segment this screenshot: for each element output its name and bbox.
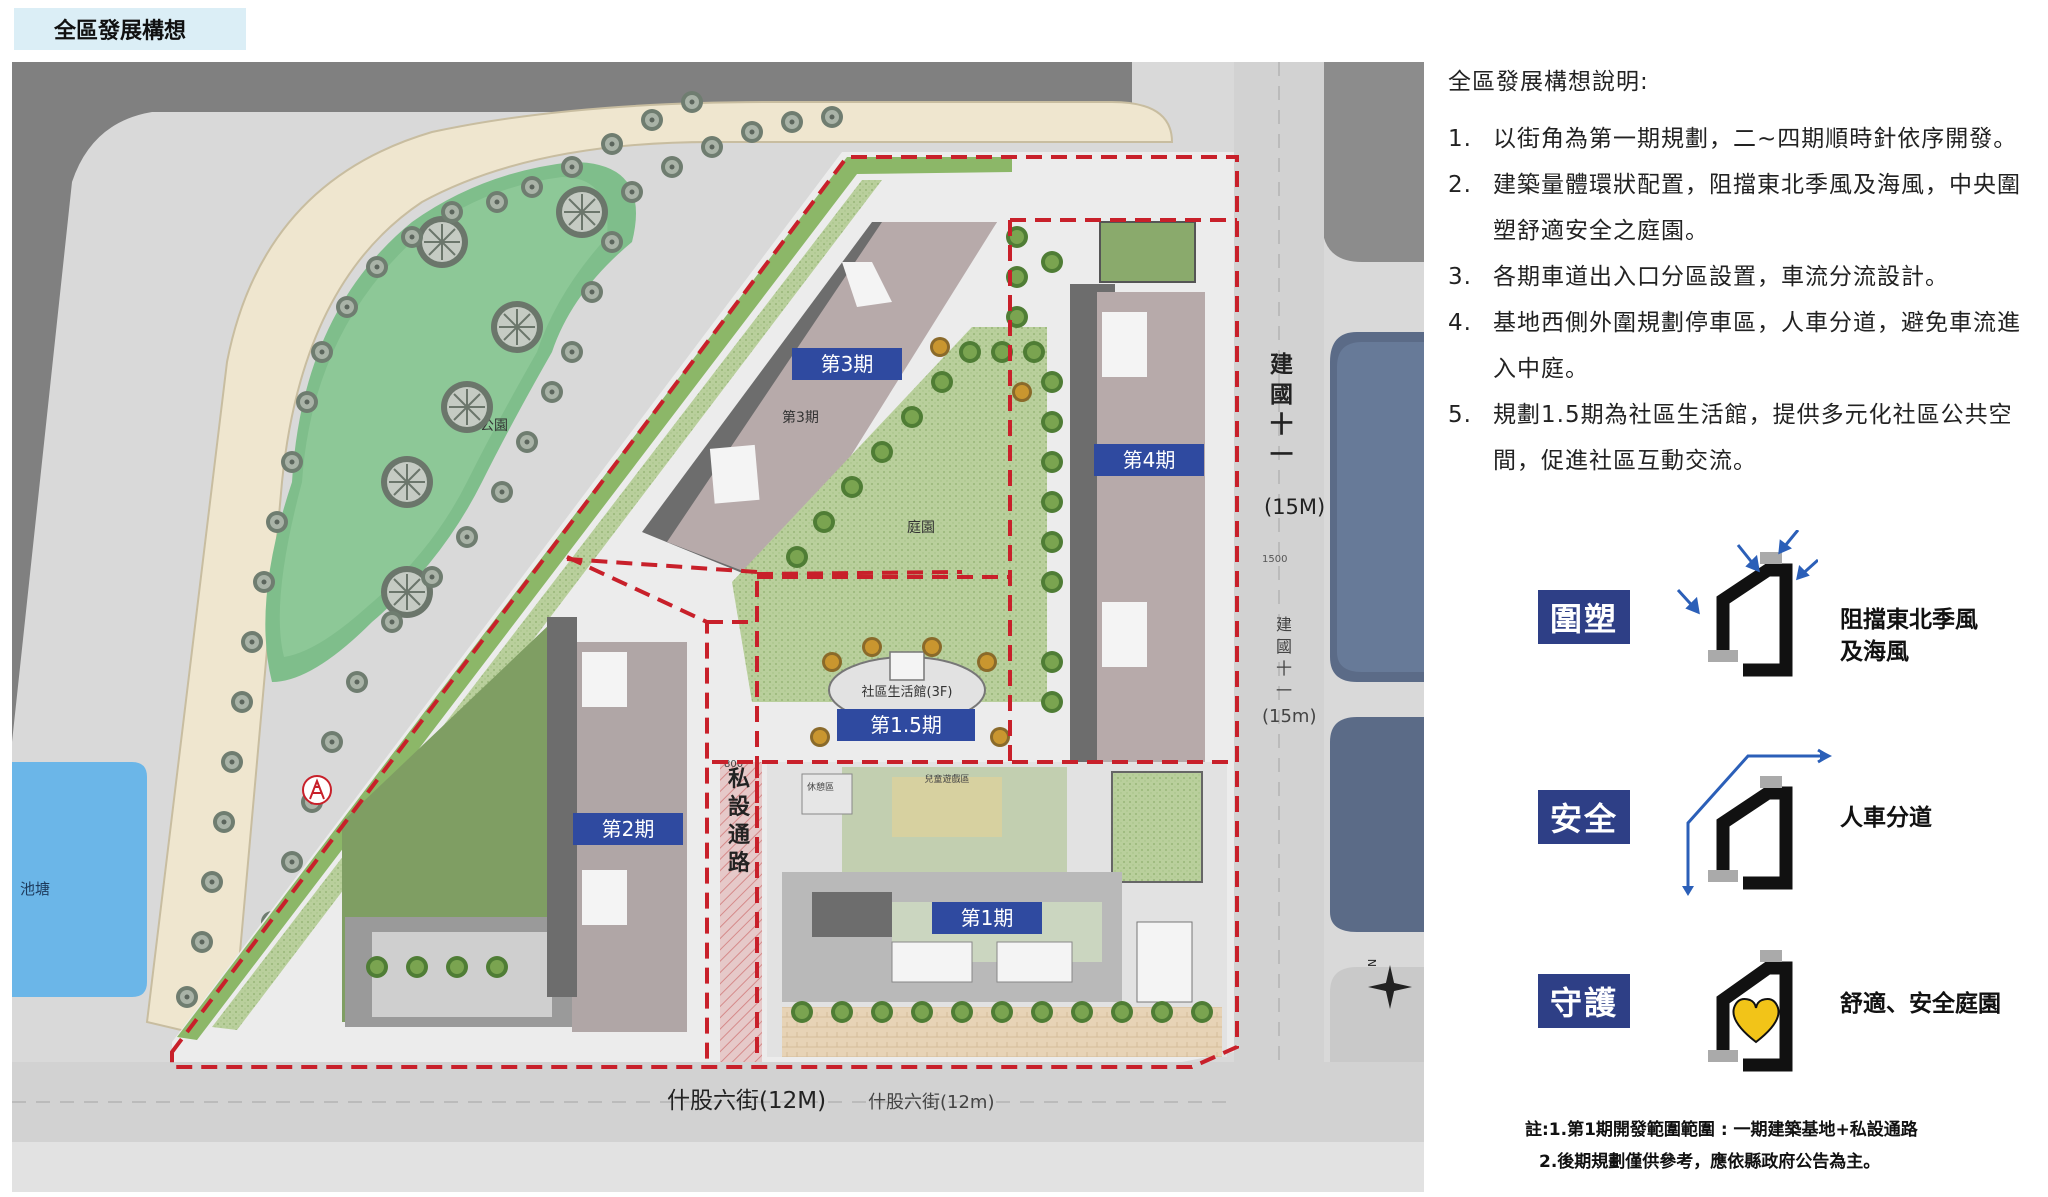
badge-phase15: 第1.5期 — [837, 709, 975, 741]
svg-text:第1期: 第1期 — [961, 906, 1014, 930]
dim-1500: 1500 — [1262, 554, 1287, 565]
svg-text:私: 私 — [728, 767, 750, 792]
pond — [12, 762, 147, 997]
concept-desc: 阻擋東北季風及海風 — [1840, 607, 1978, 665]
svg-text:第1.5期: 第1.5期 — [870, 713, 942, 737]
svg-text:建: 建 — [1270, 352, 1293, 378]
heart-garden-icon — [1708, 950, 1793, 1072]
building-phase3: 第3期 — [642, 222, 997, 582]
street-bottom-small: 什股六街(12m) — [868, 1092, 994, 1113]
street-bottom-label: 什股六街(12M) — [667, 1088, 826, 1114]
svg-text:國: 國 — [1276, 637, 1292, 656]
pond-label: 池塘 — [20, 880, 50, 898]
footnote-2: 2.後期規劃僅供參考，應依縣政府公告為主。 — [1539, 1152, 1881, 1172]
concept-badge: 安全 — [1538, 790, 1630, 844]
svg-text:國: 國 — [1270, 382, 1293, 408]
tower-landmark-icon — [302, 775, 332, 805]
park-walkway — [145, 101, 1174, 1044]
svg-text:十: 十 — [1270, 412, 1293, 438]
concept-badge: 圍塑 — [1538, 590, 1630, 644]
activity-room-label: 休憩區 — [807, 781, 834, 793]
kids-area-label: 兒童遊戲區 — [924, 773, 969, 785]
svg-text:(15m): (15m) — [1262, 706, 1316, 727]
badge-phase3: 第3期 — [792, 348, 902, 380]
svg-text:建: 建 — [1276, 615, 1292, 634]
svg-text:十: 十 — [1276, 659, 1292, 678]
concept-badge: 守護 — [1538, 974, 1630, 1028]
concept-desc: 舒適、安全庭園 — [1840, 991, 2001, 1017]
courtyard-label: 庭園 — [907, 519, 935, 536]
svg-text:通: 通 — [728, 823, 750, 848]
courtyard — [732, 327, 1047, 702]
separation-arrow-icon — [1682, 748, 1832, 896]
community-hall-label: 社區生活館(3F) — [862, 684, 953, 700]
wind-block-icon — [1676, 530, 1818, 677]
svg-text:一: 一 — [1270, 442, 1293, 468]
explanation-panel: 全區發展構想說明: 1.以街角為第一期規劃，二~四期順時針依序開發。 2.建築量… — [1448, 62, 2038, 484]
block-right-upper — [1322, 62, 1424, 262]
footnotes: 註:1.第1期開發範圍範圍 : 一期建築基地+私設通路 2.後期規劃僅供參考，應… — [1525, 1114, 1918, 1178]
north-letter: N — [1366, 959, 1379, 967]
private-road-label: 私設通路 — [728, 767, 751, 876]
badge-phase1: 第1期 — [932, 902, 1042, 934]
svg-text:(15M): (15M) — [1264, 495, 1325, 519]
explanation-item: 2.建築量體環狀配置，阻擋東北季風及海風，中央圍塑舒適安全之庭園。 — [1448, 172, 2021, 244]
svg-text:一: 一 — [1276, 681, 1292, 700]
explanation-item: 5.規劃1.5期為社區生活館，提供多元化社區公共空間，促進社區互動交流。 — [1448, 402, 2013, 474]
concept-safety: 安全 人車分道 — [1538, 748, 2038, 896]
site-plan-map: 池塘 公園 — [12, 62, 1424, 1192]
explanation-item: 1.以街角為第一期規劃，二~四期順時針依序開發。 — [1448, 126, 2018, 152]
explanation-title: 全區發展構想說明: — [1448, 69, 1649, 95]
svg-text:第4期: 第4期 — [1123, 448, 1176, 472]
concept-desc: 人車分道 — [1840, 805, 1932, 831]
svg-text:第3期: 第3期 — [821, 352, 874, 376]
svg-text:設: 設 — [728, 794, 751, 820]
section-title: 全區發展構想 — [54, 19, 187, 44]
explanation-item: 3.各期車道出入口分區設置，車流分流設計。 — [1448, 264, 1949, 290]
explanation-list: 1.以街角為第一期規劃，二~四期順時針依序開發。 2.建築量體環狀配置，阻擋東北… — [1448, 116, 2038, 484]
concept-guard: 守護 舒適、安全庭園 — [1538, 930, 2038, 1072]
phase-boundaries — [170, 155, 1239, 1069]
east-blocks — [1330, 332, 1424, 1122]
buffer-planting — [177, 157, 1012, 1040]
section-title-tab: 全區發展構想 — [14, 8, 246, 50]
phase4-top-block — [1099, 221, 1196, 283]
phase3-building-label: 第3期 — [782, 409, 819, 426]
concept-enclose: 圍塑 阻擋東北季風及海風 — [1538, 530, 2038, 677]
north-arrow-icon: N — [1366, 959, 1412, 1009]
badge-phase4: 第4期 — [1094, 444, 1204, 476]
svg-text:路: 路 — [728, 850, 751, 876]
svg-text:第2期: 第2期 — [602, 817, 655, 841]
badge-phase2: 第2期 — [573, 813, 683, 845]
dim-800: 800 — [724, 759, 743, 770]
footnote-1: 註:1.第1期開發範圍範圍 : 一期建築基地+私設通路 — [1525, 1120, 1918, 1140]
explanation-item: 4.基地西側外圍規劃停車區，人車分道，避免車流進入中庭。 — [1448, 310, 2021, 382]
